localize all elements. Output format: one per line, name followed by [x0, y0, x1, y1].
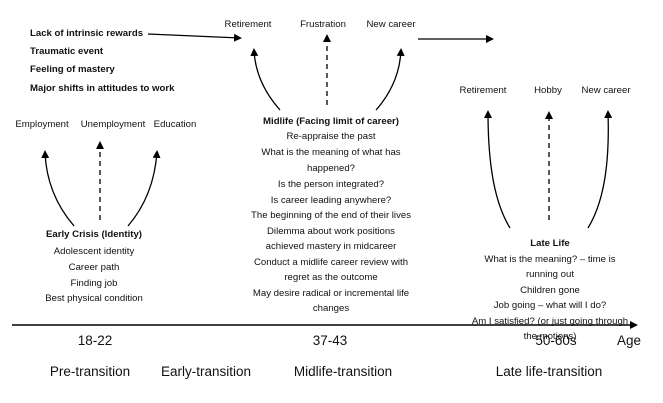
midlife-line-5: Is career leading anywhere? [270, 195, 392, 206]
factor-4: Major shifts in attitudes to work [30, 83, 175, 94]
midlife-line-2: What is the meaning of what has [261, 147, 401, 158]
midlife-line-4: Is the person integrated? [277, 179, 385, 190]
stage-midlife-transition: Midlife-transition [293, 364, 393, 379]
midlife-outcome-new-career: New career [366, 19, 416, 30]
early-outcome-education: Education [153, 119, 197, 130]
age-tick-18-22: 18-22 [77, 333, 113, 348]
late-outcome-retirement: Retirement [459, 85, 507, 96]
late-line-4: Job going – what will I do? [493, 300, 607, 311]
late-arrow-left [484, 110, 511, 229]
early-arrow-left [41, 150, 75, 227]
late-line-6: the motions) [523, 331, 577, 342]
factor-2: Traumatic event [30, 46, 104, 57]
stage-late-life-transition: Late life-transition [495, 364, 603, 379]
stage-pre-transition: Pre-transition [49, 364, 131, 379]
midlife-line-6: The beginning of the end of their lives [250, 210, 412, 221]
midlife-line-12: changes [312, 303, 350, 314]
midlife-line-1: Re-appraise the past [286, 131, 376, 142]
midlife-line-9: Conduct a midlife career review with [253, 257, 409, 268]
late-line-5: Am I satisfied? (or just going through [471, 316, 629, 327]
early-arrow-right [127, 150, 161, 227]
early-outcome-employment: Employment [15, 119, 69, 130]
stage-early-transition: Early-transition [160, 364, 252, 379]
age-tick-37-43: 37-43 [312, 333, 348, 348]
late-line-2: running out [525, 269, 575, 280]
late-line-1: What is the meaning? – time is [484, 254, 616, 265]
factor-3: Feeling of mastery [30, 64, 115, 75]
midlife-outcome-retirement: Retirement [224, 19, 272, 30]
midlife-line-10: regret as the outcome [284, 272, 378, 283]
early-item-3: Finding job [70, 278, 118, 289]
midlife-line-11: May desire radical or incremental life [252, 288, 410, 299]
early-crisis-title: Early Crisis (Identity) [46, 229, 142, 240]
factor-1: Lack of intrinsic rewards [30, 28, 144, 39]
midlife-line-3: happened? [306, 163, 356, 174]
midlife-title: Midlife (Facing limit of career) [263, 116, 399, 127]
late-life-title: Late Life [530, 238, 570, 249]
midlife-outcome-frustration: Frustration [300, 19, 346, 30]
late-outcome-hobby: Hobby [534, 85, 562, 96]
midlife-line-7: Dilemma about work positions [267, 226, 395, 237]
early-item-2: Career path [68, 262, 120, 273]
age-axis-label: Age [617, 333, 642, 348]
early-item-4: Best physical condition [45, 293, 143, 304]
early-item-1: Adolescent identity [53, 246, 135, 257]
early-outcome-unemployment: Unemployment [80, 119, 146, 130]
late-arrow-right [587, 110, 613, 229]
late-line-3: Children gone [520, 285, 580, 296]
factors-arrow [147, 33, 242, 42]
midlife-arrow-left [250, 48, 281, 111]
late-outcome-new-career: New career [581, 85, 631, 96]
midlife-arrow-right [375, 48, 405, 111]
midlife-line-8: achieved mastery in midcareer [265, 241, 397, 252]
age-tick-50-60s: 50-60s [535, 333, 577, 348]
